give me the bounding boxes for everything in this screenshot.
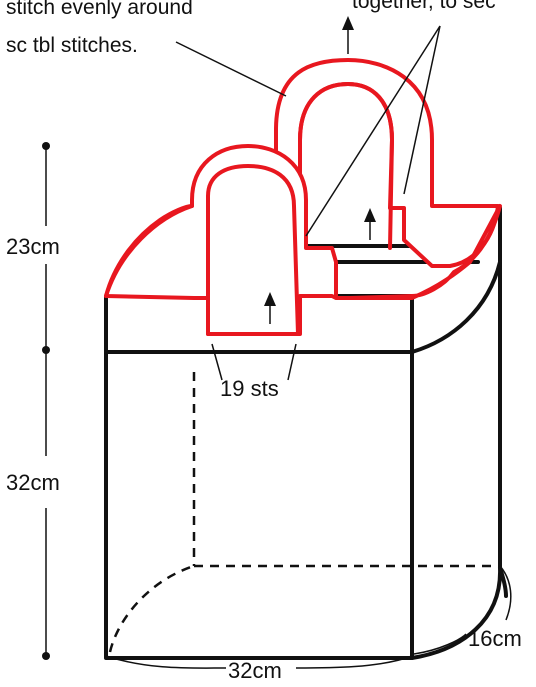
back-handle-inner xyxy=(298,82,394,250)
label-upper-height: 23cm xyxy=(6,234,60,259)
height-dot-mid xyxy=(42,346,50,354)
hidden-base-curve xyxy=(108,564,195,653)
base-right-curve xyxy=(498,566,508,598)
base-dimension xyxy=(105,565,512,669)
label-base-depth: 16cm xyxy=(468,626,522,651)
height-dimension xyxy=(42,142,50,660)
height-dot-top xyxy=(42,142,50,150)
base-line-right xyxy=(295,655,413,669)
depth-line xyxy=(413,633,467,655)
note-left-line1: stitch evenly around xyxy=(6,0,193,19)
front-handle-inner xyxy=(206,164,300,336)
hidden-edges xyxy=(108,372,496,653)
leader-right-1 xyxy=(305,25,441,237)
height-dot-bottom xyxy=(42,652,50,660)
arrow-top xyxy=(342,16,354,54)
label-19-sts: 19 sts xyxy=(220,376,279,401)
note-left-line2: sc tbl stitches. xyxy=(6,34,138,57)
front-handle-trim xyxy=(104,144,502,336)
leader-19sts-right xyxy=(287,343,297,381)
leader-left-note xyxy=(175,41,287,97)
side-curve-top xyxy=(410,260,502,354)
leader-right-2 xyxy=(403,25,441,195)
leader-19sts-left xyxy=(211,343,223,381)
arrow-back-rim xyxy=(364,208,376,240)
label-base-width: 32cm xyxy=(228,658,282,683)
side-curve-bottom xyxy=(410,566,503,660)
front-rim-left-trim xyxy=(104,204,194,298)
leader-lines xyxy=(175,25,441,381)
arrows xyxy=(264,16,376,324)
note-right-fragment: together, to sec xyxy=(352,0,496,13)
handle-trim xyxy=(104,58,502,336)
label-lower-height: 32cm xyxy=(6,470,60,495)
depth-line-end xyxy=(499,565,512,621)
base-line-left xyxy=(105,655,227,669)
arrow-front-rim xyxy=(264,292,276,324)
